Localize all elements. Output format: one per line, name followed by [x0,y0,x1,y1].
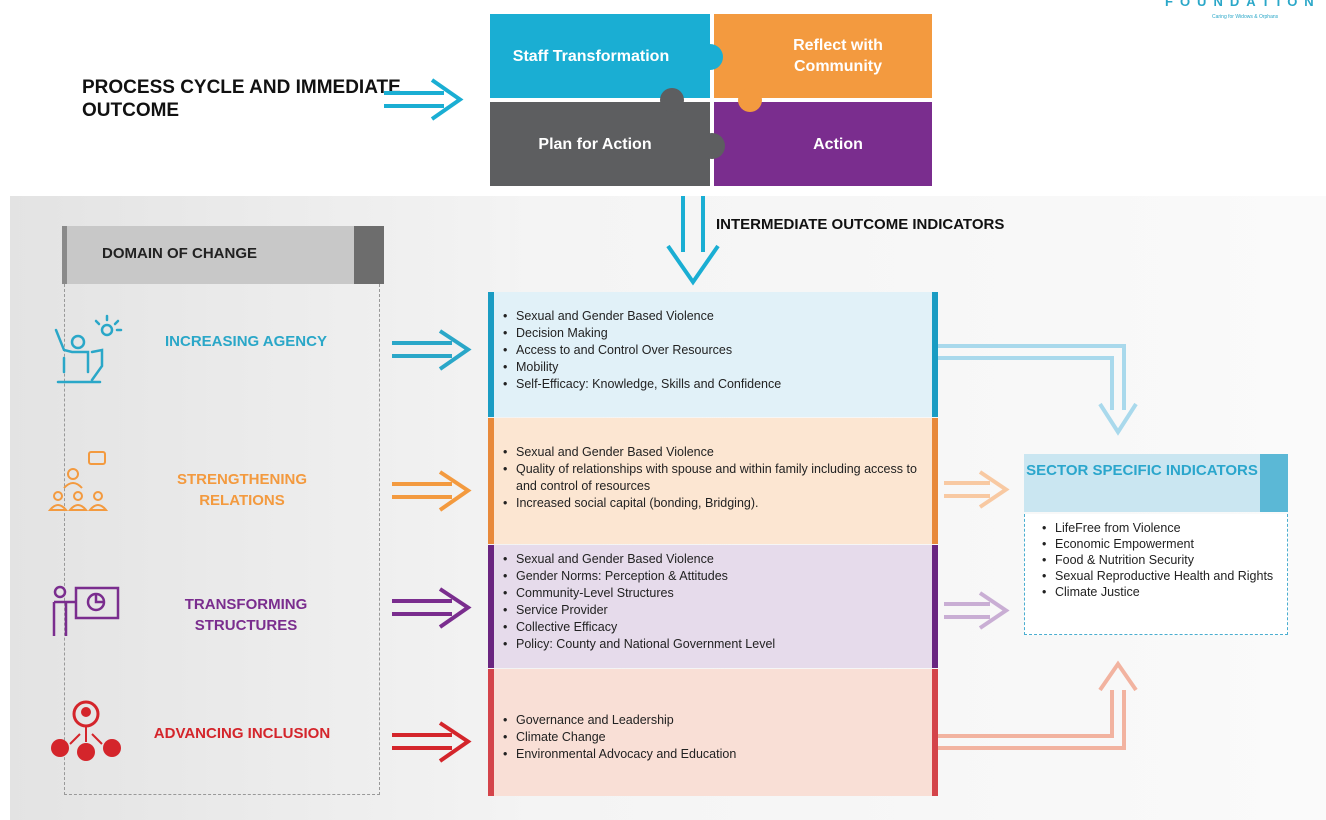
brand-tagline: Caring for Widows & Orphans [1212,14,1279,20]
domain-of-change-title: DOMAIN OF CHANGE [102,245,257,262]
domain-label-increasing-agency: INCREASING AGENCY [165,333,327,350]
sector-specific-indicators: SECTOR SPECIFIC INDICATORS LifeFree from… [1024,454,1288,636]
sector-item: Economic Empowerment [1042,536,1287,552]
sector-item: Food & Nutrition Security [1042,552,1287,568]
indicator-item: Sexual and Gender Based Violence [503,551,938,568]
puzzle-reflect-with-community: Reflect with Community [714,14,932,98]
indicator-item: Service Provider [503,602,938,619]
domain-label-transforming-structures: TRANSFORMING STRUCTURES [184,596,308,634]
indicator-item: Community-Level Structures [503,585,938,602]
indicator-item: Sexual and Gender Based Violence [503,444,924,461]
indicator-item: Quality of relationships with spouse and… [503,461,924,495]
indicator-item: Access to and Control Over Resources [503,342,938,359]
process-cycle-title: PROCESS CYCLE AND IMMEDIATE OUTCOME [82,77,401,121]
sector-item: Sexual Reproductive Health and Rights [1042,568,1287,584]
indicator-item: Policy: County and National Government L… [503,636,938,653]
indicator-item: Governance and Leadership [503,712,938,729]
brand-wordmark: FOUNDATION [1165,0,1321,9]
indicator-item: Mobility [503,359,938,376]
puzzle-action: Action [714,102,932,186]
sector-item: LifeFree from Violence [1042,520,1287,536]
puzzle-staff-transformation: Staff Transformation [490,14,710,98]
indicator-item: Increased social capital (bonding, Bridg… [503,495,924,512]
sector-header: SECTOR SPECIFIC INDICATORS [1024,454,1288,512]
indicators-advancing-inclusion: Governance and Leadership Climate Change… [488,669,938,796]
indicators-increasing-agency: Sexual and Gender Based Violence Decisio… [488,292,938,417]
indicator-item: Climate Change [503,729,938,746]
domain-of-change-header: DOMAIN OF CHANGE [62,226,384,284]
domain-label-advancing-inclusion: ADVANCING INCLUSION [153,725,331,742]
domain-label-strengthening-relations: STRENGTHENING RELATIONS [176,471,307,509]
indicator-item: Collective Efficacy [503,619,938,636]
sector-list: LifeFree from Violence Economic Empowerm… [1024,514,1288,635]
sector-item: Climate Justice [1042,584,1287,600]
sector-title: SECTOR SPECIFIC INDICATORS [1026,462,1258,479]
indicator-item: Sexual and Gender Based Violence [503,308,938,325]
puzzle-plan-for-action: Plan for Action [490,102,710,186]
indicator-item: Environmental Advocacy and Education [503,746,938,763]
indicators-strengthening-relations: Sexual and Gender Based Violence Quality… [488,418,938,544]
indicator-item: Gender Norms: Perception & Attitudes [503,568,938,585]
indicators-transforming-structures: Sexual and Gender Based Violence Gender … [488,545,938,668]
domain-dashed-frame [64,284,380,795]
indicator-item: Self-Efficacy: Knowledge, Skills and Con… [503,376,938,393]
indicator-item: Decision Making [503,325,938,342]
intermediate-outcome-label: INTERMEDIATE OUTCOME INDICATORS [716,216,1005,233]
